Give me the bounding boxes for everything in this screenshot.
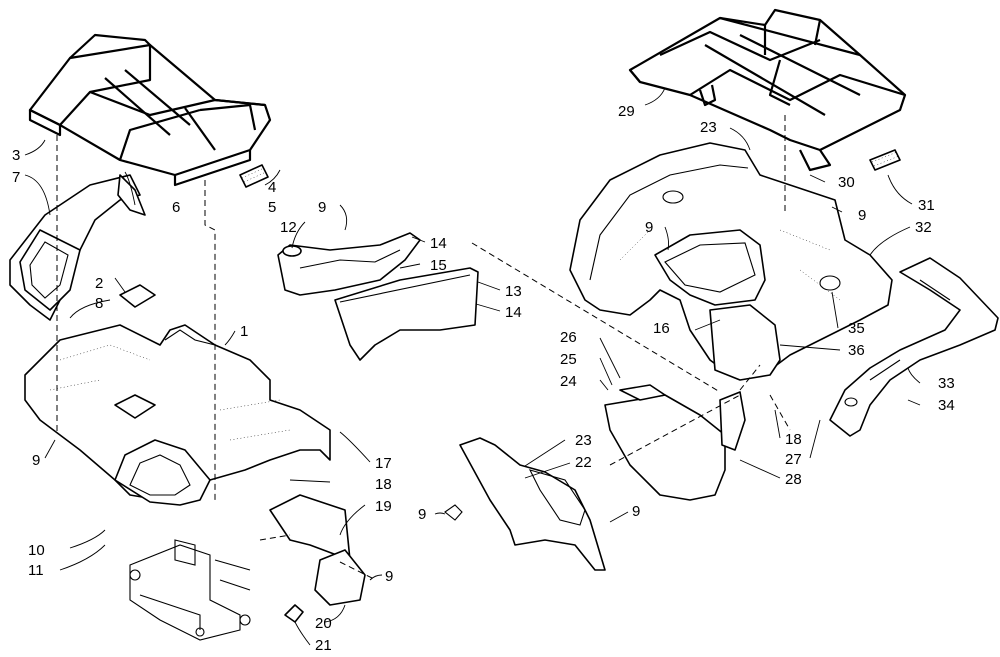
callout-1: 1 — [240, 323, 248, 340]
callout-18-b: 18 — [785, 431, 802, 448]
callout-19: 19 — [375, 498, 392, 515]
front-body — [24, 324, 331, 506]
side-panel-upper — [277, 232, 421, 296]
front-rack — [28, 33, 272, 187]
front-fender-left — [9, 174, 146, 321]
callout-12: 12 — [280, 219, 297, 236]
callout-15: 15 — [430, 257, 447, 274]
callout-31: 31 — [918, 197, 935, 214]
callout-33: 33 — [938, 375, 955, 392]
alignment-lines — [56, 115, 791, 579]
callout-9-f: 9 — [645, 219, 653, 236]
callout-8: 8 — [95, 295, 103, 312]
reflector-4 — [239, 164, 269, 188]
plate-2 — [119, 284, 156, 308]
callout-23-a: 23 — [575, 432, 592, 449]
callout-3: 3 — [12, 147, 20, 164]
callout-9-c: 9 — [318, 199, 326, 216]
rear-rack — [628, 8, 907, 172]
reflector-31 — [869, 149, 901, 171]
callout-4: 4 — [268, 179, 276, 196]
frame-section — [129, 539, 251, 641]
callout-10: 10 — [28, 542, 45, 559]
callout-2: 2 — [95, 275, 103, 292]
rear-fender-right — [829, 257, 999, 437]
callout-26: 26 — [560, 329, 577, 346]
callout-14-a: 14 — [430, 235, 447, 252]
rear-body — [569, 142, 893, 381]
callout-7: 7 — [12, 169, 20, 186]
callout-13: 13 — [505, 283, 522, 300]
leader-lines — [24, 87, 921, 646]
callout-9-a: 9 — [32, 452, 40, 469]
callout-14-b: 14 — [505, 304, 522, 321]
callout-9-g: 9 — [858, 207, 866, 224]
footwell-panel — [459, 437, 606, 571]
bracket-9 — [444, 504, 463, 521]
callout-17: 17 — [375, 455, 392, 472]
callout-21: 21 — [315, 637, 332, 654]
callout-16: 16 — [653, 320, 670, 337]
callout-labels: 1 2 3 4 5 6 7 8 9 10 11 17 18 19 9 20 21… — [12, 103, 955, 654]
callout-36: 36 — [848, 342, 865, 359]
callout-23-b: 23 — [700, 119, 717, 136]
callout-30: 30 — [838, 174, 855, 191]
callout-11: 11 — [28, 562, 44, 579]
callout-9-e: 9 — [632, 503, 640, 520]
callout-9-d: 9 — [418, 506, 426, 523]
callout-18-a: 18 — [375, 476, 392, 493]
callout-20: 20 — [315, 615, 332, 632]
callout-28: 28 — [785, 471, 802, 488]
callout-25: 25 — [560, 351, 577, 368]
callout-29: 29 — [618, 103, 635, 120]
callout-22: 22 — [575, 454, 592, 471]
callout-35: 35 — [848, 320, 865, 337]
lower-front-panels — [269, 494, 366, 623]
callout-32: 32 — [915, 219, 932, 236]
callout-27: 27 — [785, 451, 802, 468]
callout-6: 6 — [172, 199, 180, 216]
callout-9-b: 9 — [385, 568, 393, 585]
callout-34: 34 — [938, 397, 955, 414]
side-panel-lower — [334, 267, 479, 361]
center-guard — [604, 384, 746, 501]
callout-5: 5 — [268, 199, 276, 216]
callout-24: 24 — [560, 373, 577, 390]
